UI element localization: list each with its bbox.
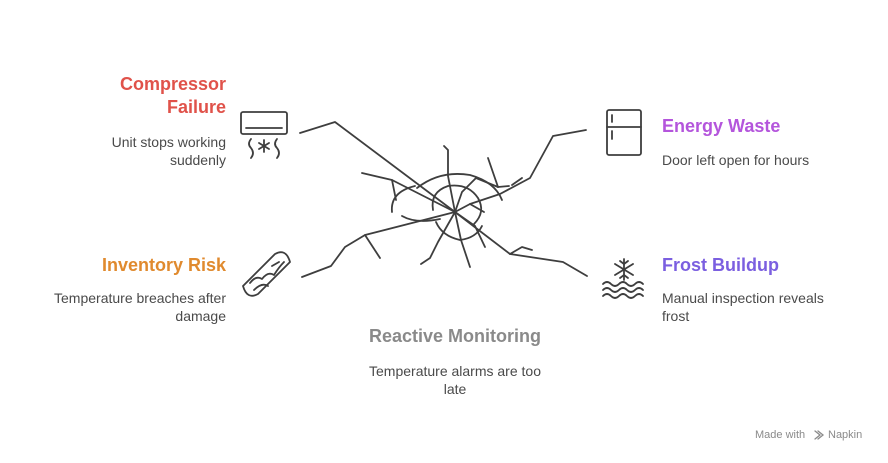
- shattered-glass-icon: [299, 121, 588, 278]
- reactive-monitoring-title: Reactive Monitoring: [368, 326, 542, 346]
- snowflake-ice-icon: [602, 258, 644, 299]
- inventory-risk-title: Inventory Risk: [101, 255, 226, 275]
- reactive-monitoring-description: Temperature alarms are too late: [369, 363, 541, 397]
- air-conditioner-icon: [240, 111, 288, 159]
- frost-buildup-description: Manual inspection reveals frost: [662, 290, 824, 324]
- napkin-logo-icon: [814, 430, 825, 440]
- energy-waste-description: Door left open for hours: [662, 152, 810, 168]
- inventory-risk-description: Temperature breaches after damage: [54, 290, 226, 324]
- frost-buildup-title: Frost Buildup: [662, 255, 779, 275]
- compressor-failure-description: Unit stops working suddenly: [111, 134, 226, 168]
- energy-waste-title: Energy Waste: [662, 116, 781, 136]
- refrigerator-icon: [606, 109, 642, 156]
- damaged-package-icon: [242, 251, 291, 297]
- compressor-failure-title: Compressor Failure: [119, 74, 226, 117]
- napkin-brand-label: Napkin: [828, 429, 863, 441]
- made-with-label: Made with: [755, 429, 806, 441]
